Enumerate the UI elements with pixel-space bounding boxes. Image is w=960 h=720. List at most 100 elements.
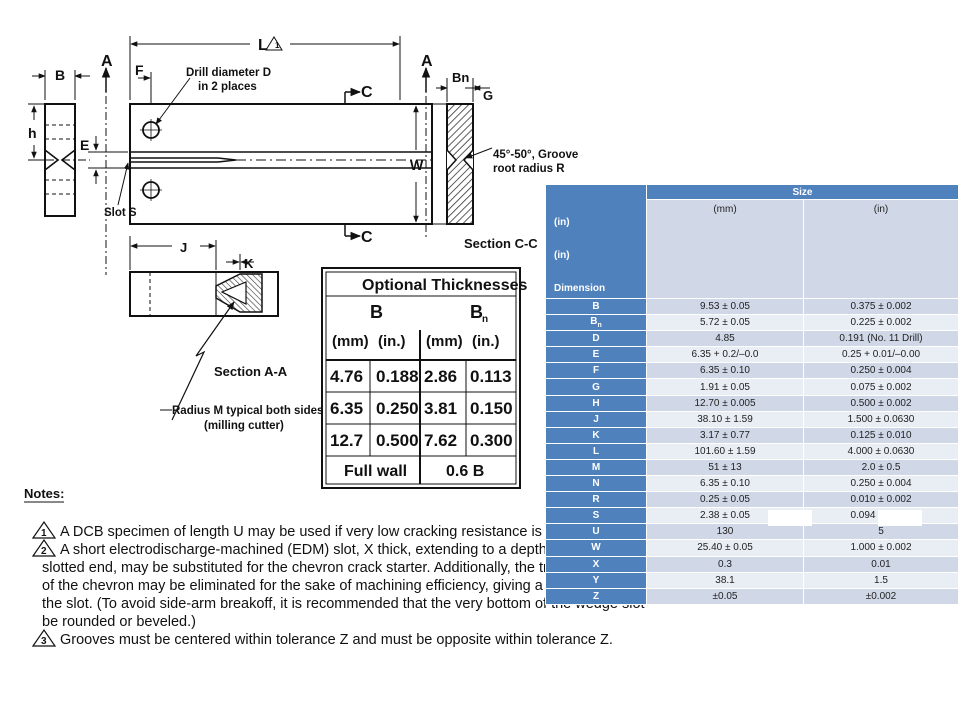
drill-note-1: Drill diameter D (186, 67, 271, 79)
value-mm: 6.35 + 0.2/–0.0 (646, 346, 804, 364)
table-row: Z±0.05±0.002 (545, 587, 959, 605)
plan-view (88, 36, 447, 275)
radius-note-2: (milling cutter) (204, 420, 284, 432)
value-mm: 1.91 ± 0.05 (646, 378, 804, 396)
dimension-key: S (545, 507, 647, 525)
note-flag-triangle (31, 538, 57, 557)
value-in: 0.250 ± 0.004 (803, 475, 959, 493)
opt-cell: 3.81 (424, 399, 457, 418)
section-c-bottom-label: C (361, 229, 373, 246)
dim-b-label: B (55, 67, 65, 83)
section-cc-view (436, 78, 493, 225)
section-cc-label: Section C-C (464, 236, 538, 251)
value-in: 0.500 ± 0.002 (803, 394, 959, 412)
end-view (28, 70, 90, 217)
dim-h-label: h (28, 125, 37, 141)
dimension-key: U (545, 523, 647, 541)
dimension-key: B (545, 297, 647, 316)
groove-note-1: 45°-50°, Groove (493, 149, 578, 161)
opt-footer-left: Full wall (344, 463, 407, 480)
dim-l-label: L (258, 37, 268, 54)
value-mm: 38.10 ± 1.59 (646, 410, 804, 428)
opt-cell: 0.150 (470, 399, 513, 418)
dim-k-label: K (244, 256, 254, 271)
section-a-right-label: A (421, 53, 433, 70)
value-mm: 130 (646, 523, 804, 541)
opt-cell: 0.300 (470, 431, 513, 450)
mm-header: (mm) (646, 199, 804, 299)
slot-note: Slot S (104, 207, 137, 219)
section-aa-label: Section A-A (214, 364, 288, 379)
drill-note-2: in 2 places (198, 81, 257, 93)
value-mm: 0.3 (646, 555, 804, 573)
dimension-key: N (545, 475, 647, 493)
opt-cell: 4.76 (330, 367, 363, 386)
opt-cell: 7.62 (424, 431, 457, 450)
dimension-key: R (545, 491, 647, 509)
value-mm: 4.85 (646, 330, 804, 348)
value-mm: 6.35 ± 0.10 (646, 362, 804, 380)
opt-units: (mm)(in.)(mm)(in.) (332, 333, 500, 350)
notes-title: Notes: (24, 486, 64, 501)
value-in: 1.500 ± 0.0630 (803, 410, 959, 428)
value-mm: 2.38 ± 0.05 (646, 507, 804, 525)
dimension-header: (in) (in) Dimension (545, 184, 647, 299)
dim-f-label: F (135, 62, 144, 78)
groove-note-2: root radius R (493, 163, 565, 175)
dim-bn-label: Bn (452, 70, 469, 85)
value-mm: 25.40 ± 0.05 (646, 539, 804, 557)
dimension-key: Bn (545, 314, 647, 332)
note-line: Grooves must be centered within toleranc… (60, 632, 613, 648)
radius-note-1: Radius M typical both sides (172, 405, 323, 417)
size-header: Size (646, 184, 959, 200)
value-mm: ±0.05 (646, 587, 804, 605)
value-mm: 101.60 ± 1.59 (646, 442, 804, 460)
value-mm: 5.72 ± 0.05 (646, 314, 804, 332)
value-in: 0.01 (803, 555, 959, 573)
note-flag-triangle (31, 628, 57, 647)
value-in: 0.250 ± 0.004 (803, 362, 959, 380)
opt-unit-0: (mm) (332, 333, 369, 350)
note-line: the slot. (To avoid side-arm breakoff, i… (42, 596, 645, 612)
optional-thicknesses-title: Optional Thicknesses (362, 277, 527, 294)
opt-col-b: B (370, 302, 383, 322)
value-in: 2.0 ± 0.5 (803, 458, 959, 477)
dim-w-label: W (410, 157, 424, 173)
opt-col-bn: B (470, 302, 483, 322)
dimension-key: J (545, 410, 647, 428)
opt-unit-1: (in.) (378, 333, 406, 350)
note-flag-triangle (31, 520, 57, 539)
opt-unit-2: (mm) (426, 333, 463, 350)
note-line: be rounded or beveled.) (42, 614, 196, 630)
section-a-left-label: A (101, 53, 113, 70)
opt-cell: 0.500 (376, 431, 419, 450)
value-in: 0.225 ± 0.002 (803, 314, 959, 332)
value-mm: 51 ± 13 (646, 458, 804, 477)
value-mm: 9.53 ± 0.05 (646, 297, 804, 316)
dimension-key: E (545, 346, 647, 364)
value-in: 4.000 ± 0.0630 (803, 442, 959, 460)
dimension-key: Z (545, 587, 647, 605)
note-flag-number: 1 (41, 528, 47, 539)
dimension-key: G (545, 378, 647, 396)
value-mm: 38.1 (646, 571, 804, 589)
dimension-header-line-1: (in) (554, 217, 570, 228)
note-line: A short electrodischarge-machined (EDM) … (60, 542, 633, 558)
dimension-key: F (545, 362, 647, 380)
